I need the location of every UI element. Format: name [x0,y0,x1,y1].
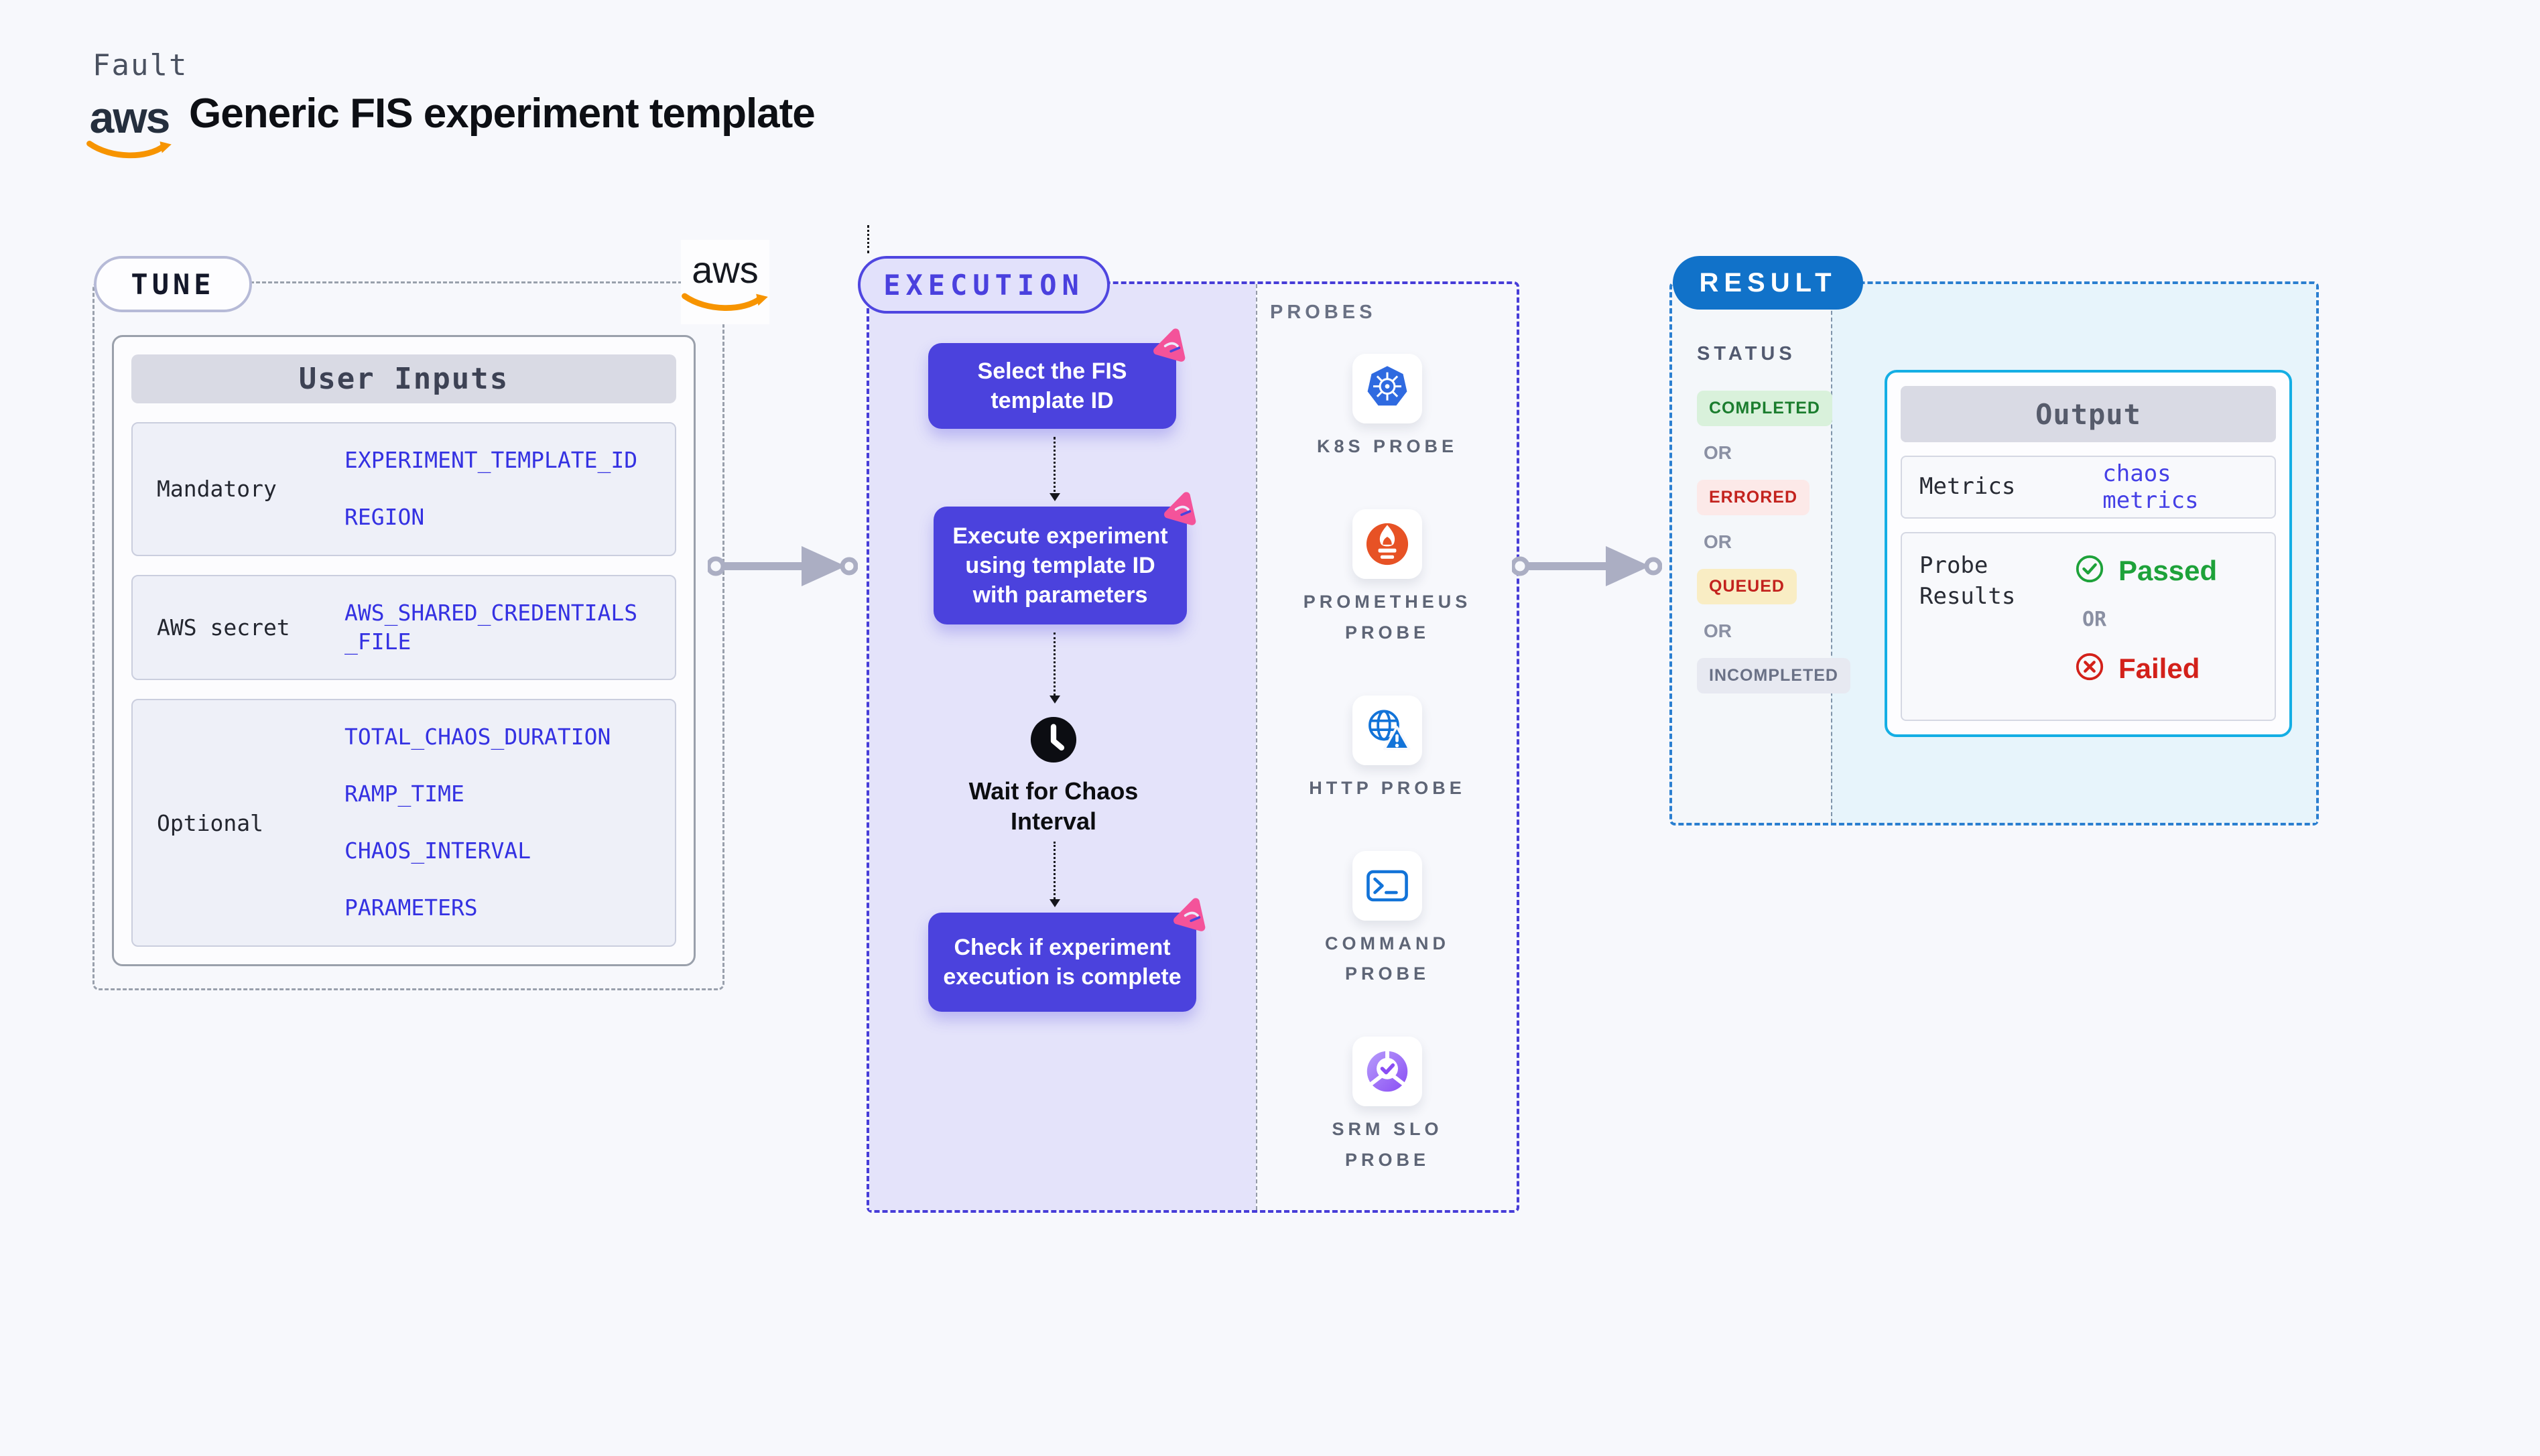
probe-label: SRM SLO PROBE [1332,1119,1443,1171]
passed-label: Passed [2118,554,2218,586]
probe-results-or: OR [2082,608,2107,631]
aws-swoosh-icon [86,139,173,166]
user-input-row-label: Mandatory [157,476,277,503]
clock-icon [1023,709,1084,771]
tune-aws-logo: aws [681,240,769,324]
execution-section-pill: EXECUTION [858,256,1110,314]
status-badge-errored: ERRORED [1697,480,1810,515]
status-badge-incompleted: INCOMPLETED [1697,658,1850,693]
result-section-pill: RESULT [1673,256,1863,310]
aws-logo: aws [86,95,173,166]
user-input-value: RAMP_TIME [344,781,464,807]
execution-to-result-arrow-icon [1510,533,1663,600]
flow-arrow-down-icon [1050,633,1060,704]
user-input-row-values: TOTAL_CHAOS_DURATION RAMP_TIME CHAOS_INTER… [344,723,646,923]
step-wait-interval: Wait for Chaos Interval [968,777,1139,835]
probe-results-values: Passed OR Failed [2074,553,2217,685]
user-input-value: AWS_SHARED_CREDENTIALS_FILE [344,599,638,655]
user-inputs-rows: Mandatory EXPERIMENT_TEMPLATE_ID REGION AWS… [131,403,676,947]
status-or: OR [1704,442,1732,463]
user-input-row-label: AWS secret [157,614,290,641]
user-input-row-label: Optional [157,809,263,836]
metrics-row: Metrics chaos metrics [1901,456,2276,519]
flow-arrow-down-icon [1050,437,1060,501]
tune-to-execution-arrow-icon [706,533,859,600]
tune-section-pill: TUNE [94,256,252,312]
user-input-value: EXPERIMENT_TEMPLATE_ID [344,446,638,473]
probes-list: K8S PROBE PROMETHEUS PROBE HTTP PROBE COMMA… [1260,354,1515,1176]
step-select-template-label: Select the FIS template ID [977,358,1127,413]
probe-item: HTTP PROBE [1293,695,1481,804]
user-input-value: PARAMETERS [344,895,478,921]
status-or: OR [1704,620,1732,641]
probe-results-row: Probe Results Passed OR Failed [1901,532,2276,721]
http-globe-icon [1352,695,1422,765]
litmus-chaos-icon [1153,326,1191,363]
execution-top-stub [867,225,869,253]
probe-label: K8S PROBE [1316,436,1458,456]
step-execute-experiment: Execute experiment using template ID wit… [934,492,1196,624]
user-input-value: REGION [344,503,425,530]
prometheus-icon [1352,509,1422,579]
passed-line: Passed [2074,553,2217,588]
page-title: Generic FIS experiment template [189,90,816,137]
metrics-value: chaos metrics [2102,460,2199,514]
kubernetes-icon [1352,354,1422,423]
tune-section [92,281,724,990]
probe-item: PROMETHEUS PROBE [1293,509,1481,649]
user-inputs-table: User Inputs Mandatory EXPERIMENT_TEMPLATE… [112,335,696,966]
terminal-icon [1352,850,1422,921]
status-header: STATUS [1697,343,1796,365]
user-input-value: CHAOS_INTERVAL [344,838,531,864]
probe-item: SRM SLO PROBE [1293,1037,1481,1176]
probe-item: COMMAND PROBE [1293,850,1481,990]
execution-probes-divider [1256,284,1257,1210]
flow-arrow-down-icon [1050,842,1060,907]
probe-label: HTTP PROBE [1309,777,1466,798]
passed-check-icon [2074,553,2105,588]
aws-logo-text: aws [692,248,759,291]
status-column: STATUS COMPLETED OR ERRORED OR QUEUED OR INCOM… [1697,343,1850,693]
user-input-row: AWS secret AWS_SHARED_CREDENTIALS_FILE [131,574,676,681]
step-select-template: Select the FIS template ID [928,328,1186,429]
litmus-chaos-icon [1173,895,1211,933]
step-check-complete-label: Check if experiment execution is complet… [943,934,1182,990]
probe-label: PROMETHEUS PROBE [1303,591,1472,643]
failed-label: Failed [2118,652,2200,684]
probes-header: PROBES [1270,302,1377,323]
output-table: Output Metrics chaos metrics Probe Resul… [1885,370,2292,737]
user-input-row-values: AWS_SHARED_CREDENTIALS_FILE [344,599,646,657]
output-header: Output [1901,386,2276,442]
user-input-row-values: EXPERIMENT_TEMPLATE_ID REGION [344,446,646,532]
failed-cross-icon [2074,651,2105,685]
aws-swoosh-icon [681,291,769,317]
step-check-complete: Check if experiment execution is complet… [928,898,1206,1012]
metrics-label: Metrics [1919,473,2016,501]
user-input-value: TOTAL_CHAOS_DURATION [344,724,611,750]
probe-results-label: Probe Results [1919,552,2016,610]
status-badge-queued: QUEUED [1697,569,1797,604]
slo-donut-icon [1352,1037,1422,1107]
step-execute-experiment-label: Execute experiment using template ID wit… [952,523,1168,608]
user-input-row: Mandatory EXPERIMENT_TEMPLATE_ID REGION [131,421,676,556]
status-badge-completed: COMPLETED [1697,391,1832,426]
aws-logo-text: aws [89,92,171,142]
user-inputs-header: User Inputs [131,354,676,403]
litmus-chaos-icon [1164,489,1202,527]
failed-line: Failed [2074,651,2217,685]
probe-item: K8S PROBE [1293,354,1481,462]
app-label: Fault [92,48,188,82]
user-input-row: Optional TOTAL_CHAOS_DURATION RAMP_TIME CHA… [131,699,676,947]
probe-label: COMMAND PROBE [1325,933,1450,984]
status-or: OR [1704,531,1732,552]
